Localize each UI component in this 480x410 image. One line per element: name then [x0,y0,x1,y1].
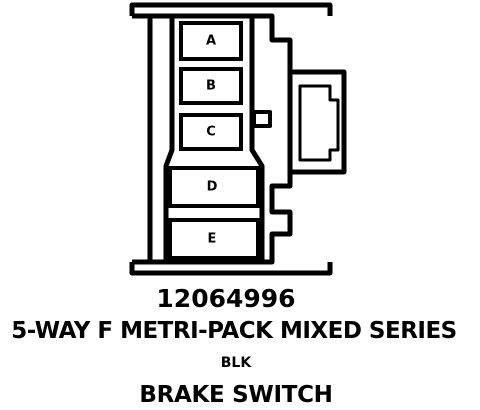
cavity-a [179,21,243,61]
cavity-e [168,218,260,260]
connector-diagram: A B C D E [129,2,347,276]
cavity-b [179,67,243,105]
connector-top-tab [129,2,333,16]
connector-bottom-tab [129,262,333,276]
connector-inner-body [163,16,265,262]
cavity-d [168,166,260,208]
connector-latch [252,110,272,128]
connector-housing [132,13,293,265]
cavity-label-a: A [206,34,216,49]
connector-lock-inner [298,84,340,162]
connector-description: 5-WAY F METRI-PACK MIXED SERIES [11,318,457,344]
cavity-label-e: E [208,232,217,247]
color-code: BLK [220,355,252,371]
connector-lock-tab [287,69,347,175]
cavity-c [179,113,243,151]
component-name: BRAKE SWITCH [139,382,333,408]
part-number: 12064996 [156,284,296,313]
cavity-label-d: D [207,180,218,195]
cavity-label-b: B [206,79,216,94]
cavity-label-c: C [206,125,216,140]
